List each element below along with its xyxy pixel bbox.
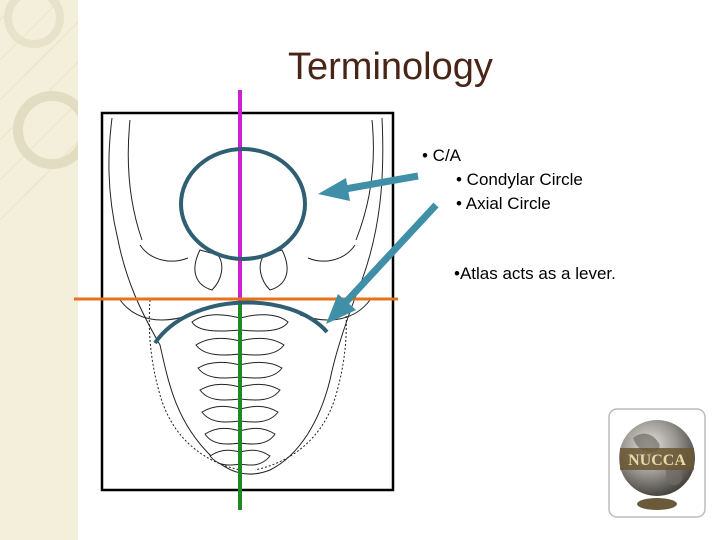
axial-arc-icon [153, 300, 329, 345]
bullet-item: • Axial Circle [456, 194, 551, 213]
decorative-left-band [0, 0, 78, 540]
logo-text: NUCCA [628, 452, 686, 469]
bullet-item: • Condylar Circle [456, 170, 583, 189]
condylar-circle-icon [179, 147, 307, 261]
bullet-item: •Atlas acts as a lever. [454, 264, 616, 283]
arrow-icon [318, 172, 419, 201]
arrow-icon [326, 202, 439, 324]
bullet-item: • C/A [422, 146, 462, 165]
decorative-band-pattern [0, 0, 78, 540]
slide-title: Terminology [288, 46, 493, 88]
globe-logo-icon: NUCCA [608, 408, 706, 518]
